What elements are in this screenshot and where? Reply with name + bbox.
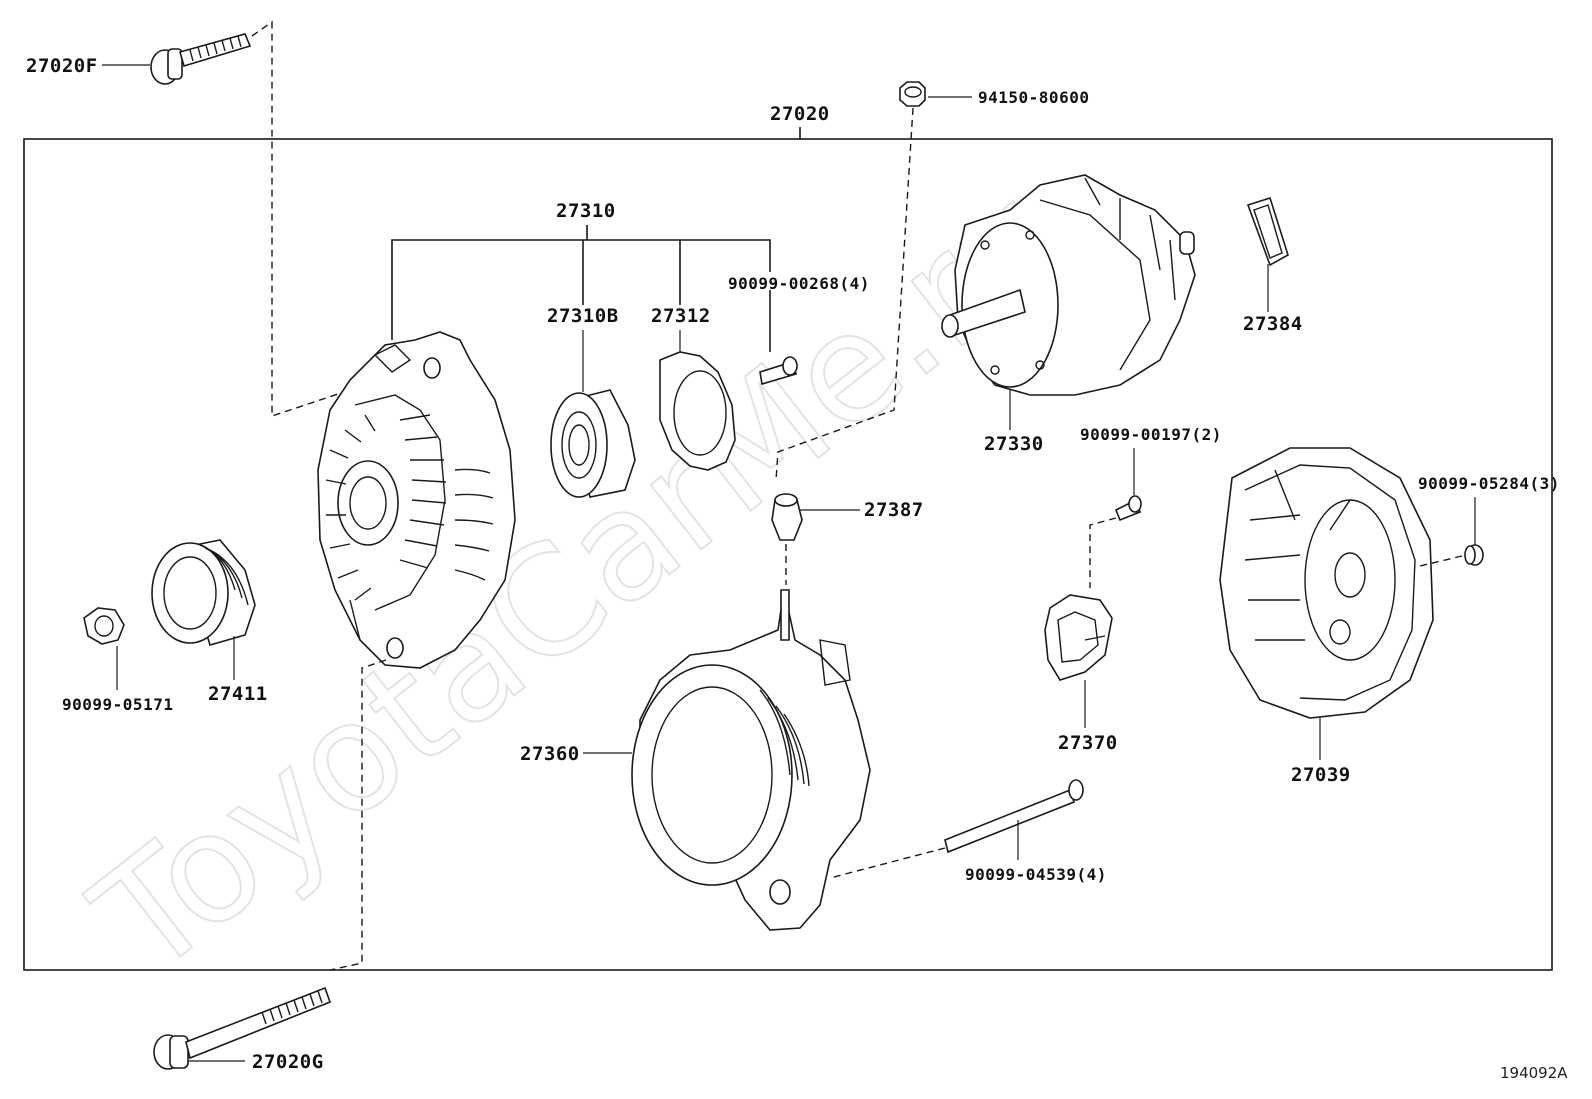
pulley-27411-drawing (151, 539, 256, 646)
label-27384[interactable]: 27384 (1243, 313, 1303, 335)
retainer-27312-drawing (659, 351, 736, 471)
brush-holder-27370-drawing (1044, 594, 1113, 681)
label-27020g[interactable]: 27020G (252, 1051, 324, 1073)
front-housing-drawing (317, 331, 516, 669)
bracket-27310 (391, 225, 771, 352)
assembly-frame (23, 138, 1553, 971)
label-assembly[interactable]: 27020 (770, 103, 830, 125)
label-27039[interactable]: 27039 (1291, 764, 1351, 786)
label-90099-05171[interactable]: 90099-05171 (62, 695, 173, 714)
bearing-27310b-drawing (550, 389, 636, 498)
dash-through-bolt (829, 847, 946, 879)
nut-94150-drawing (899, 81, 926, 107)
nut-05284-drawing (1464, 544, 1484, 566)
screw-00197-drawing (1114, 495, 1142, 522)
label-27370[interactable]: 27370 (1058, 732, 1118, 754)
label-27310[interactable]: 27310 (556, 200, 616, 222)
rear-cover-27039-drawing (1219, 447, 1434, 719)
cover-27384-drawing (1246, 196, 1289, 267)
label-27387[interactable]: 27387 (864, 499, 924, 521)
insulator-27387-drawing (771, 493, 803, 541)
dash-bolt-bottom (329, 659, 387, 971)
dash-screw-00197 (1089, 517, 1117, 588)
through-bolt-04539-drawing (944, 779, 1084, 854)
label-27360[interactable]: 27360 (520, 743, 580, 765)
label-90099-04539[interactable]: 90099-04539(4) (965, 865, 1107, 884)
rotor-27330-drawing (941, 174, 1196, 396)
label-27312[interactable]: 27312 (651, 305, 711, 327)
label-27330[interactable]: 27330 (984, 433, 1044, 455)
label-27020f[interactable]: 27020F (26, 55, 98, 77)
label-90099-00268[interactable]: 90099-00268(4) (728, 274, 870, 293)
label-94150-80600[interactable]: 94150-80600 (978, 88, 1089, 107)
bolt-27020g-drawing (153, 986, 332, 1070)
screw-00268-drawing (759, 356, 798, 386)
label-90099-05284[interactable]: 90099-05284(3) (1418, 474, 1560, 493)
pulley-nut-05171-drawing (83, 607, 125, 645)
label-27310b[interactable]: 27310B (547, 305, 619, 327)
label-90099-00197[interactable]: 90099-00197(2) (1080, 425, 1222, 444)
dash-bolt-top (251, 20, 387, 417)
dash-nut-top (775, 107, 914, 481)
stator-frame-27360-drawing (631, 589, 871, 931)
bolt-27020f-drawing (150, 33, 252, 85)
drawing-id: 194092A (1500, 1064, 1568, 1082)
label-27411[interactable]: 27411 (208, 683, 268, 705)
